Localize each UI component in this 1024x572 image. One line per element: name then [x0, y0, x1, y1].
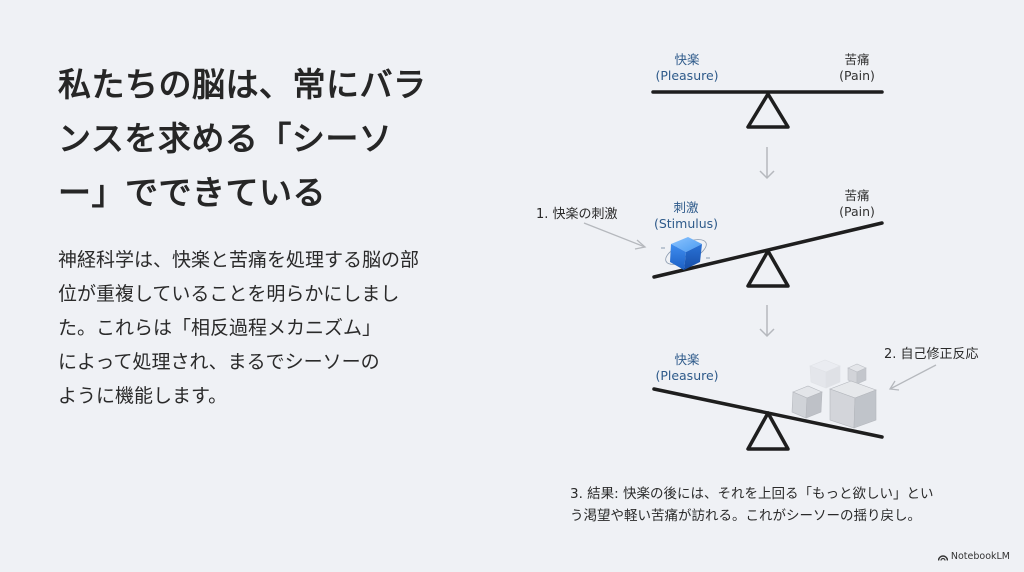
brand-name: NotebookLM — [950, 551, 1010, 562]
pleasure-label-en: (Pleasure) — [655, 68, 719, 83]
result-line: う渇望や軽い苦痛が訪れる。これがシーソーの揺り戻し。 — [570, 508, 921, 524]
result-line: 3. 結果: 快楽の後には、それを上回る「もっと欲しい」とい — [570, 486, 934, 502]
down-arrow-icon — [759, 305, 775, 338]
weight-cubes-icon — [791, 359, 877, 429]
notebooklm-logo-icon — [937, 554, 948, 561]
pain-label-jp: 苦痛 — [844, 52, 870, 67]
pain-label: 苦痛 (Pain) — [832, 188, 882, 220]
body-line: た。これらは「相反過程メカニズム」 — [58, 317, 382, 339]
body-line: ように機能します。 — [58, 385, 228, 407]
slide-body: 神経科学は、快楽と苦痛を処理する脳の部 位が重複していることを明らかにしまし た… — [58, 243, 478, 413]
seesaw-stimulus — [652, 221, 884, 288]
pleasure-label-jp: 快楽 — [674, 352, 700, 367]
pleasure-label-en: (Pleasure) — [655, 368, 719, 383]
title-line: 私たちの脳は、常にバラ — [58, 65, 427, 104]
stimulus-label-en: (Stimulus) — [653, 216, 719, 231]
title-line: ンスを求める「シーソ — [58, 119, 393, 158]
pleasure-label-jp: 快楽 — [674, 52, 700, 67]
pain-label-en: (Pain) — [839, 68, 875, 83]
slide-title: 私たちの脳は、常にバラ ンスを求める「シーソ ー」でできている — [58, 58, 488, 220]
pointer-arrow-icon — [888, 364, 937, 391]
step-2-label: 2. 自己修正反応 — [884, 347, 979, 362]
step-1-label: 1. 快楽の刺激 — [536, 207, 618, 222]
stimulus-label-jp: 刺激 — [673, 200, 699, 215]
stimulus-cube-icon — [661, 237, 710, 270]
pleasure-label: 快楽 (Pleasure) — [652, 352, 722, 384]
result-text: 3. 結果: 快楽の後には、それを上回る「もっと欲しい」とい う渇望や軽い苦痛が… — [570, 483, 990, 527]
down-arrow-icon — [759, 147, 775, 180]
body-line: 位が重複していることを明らかにしまし — [58, 283, 400, 305]
brand-watermark: NotebookLM — [937, 551, 1010, 562]
pointer-arrow-icon — [583, 222, 647, 250]
seesaw-correction — [652, 387, 884, 451]
pleasure-label: 快楽 (Pleasure) — [652, 52, 722, 84]
title-line: ー」でできている — [58, 173, 326, 212]
seesaw-balanced — [651, 90, 884, 129]
pain-label-en: (Pain) — [839, 204, 875, 219]
pain-label: 苦痛 (Pain) — [832, 52, 882, 84]
pain-label-jp: 苦痛 — [844, 188, 870, 203]
body-line: によって処理され、まるでシーソーの — [58, 351, 380, 373]
stimulus-label: 刺激 (Stimulus) — [650, 200, 722, 232]
body-line: 神経科学は、快楽と苦痛を処理する脳の部 — [58, 249, 420, 271]
